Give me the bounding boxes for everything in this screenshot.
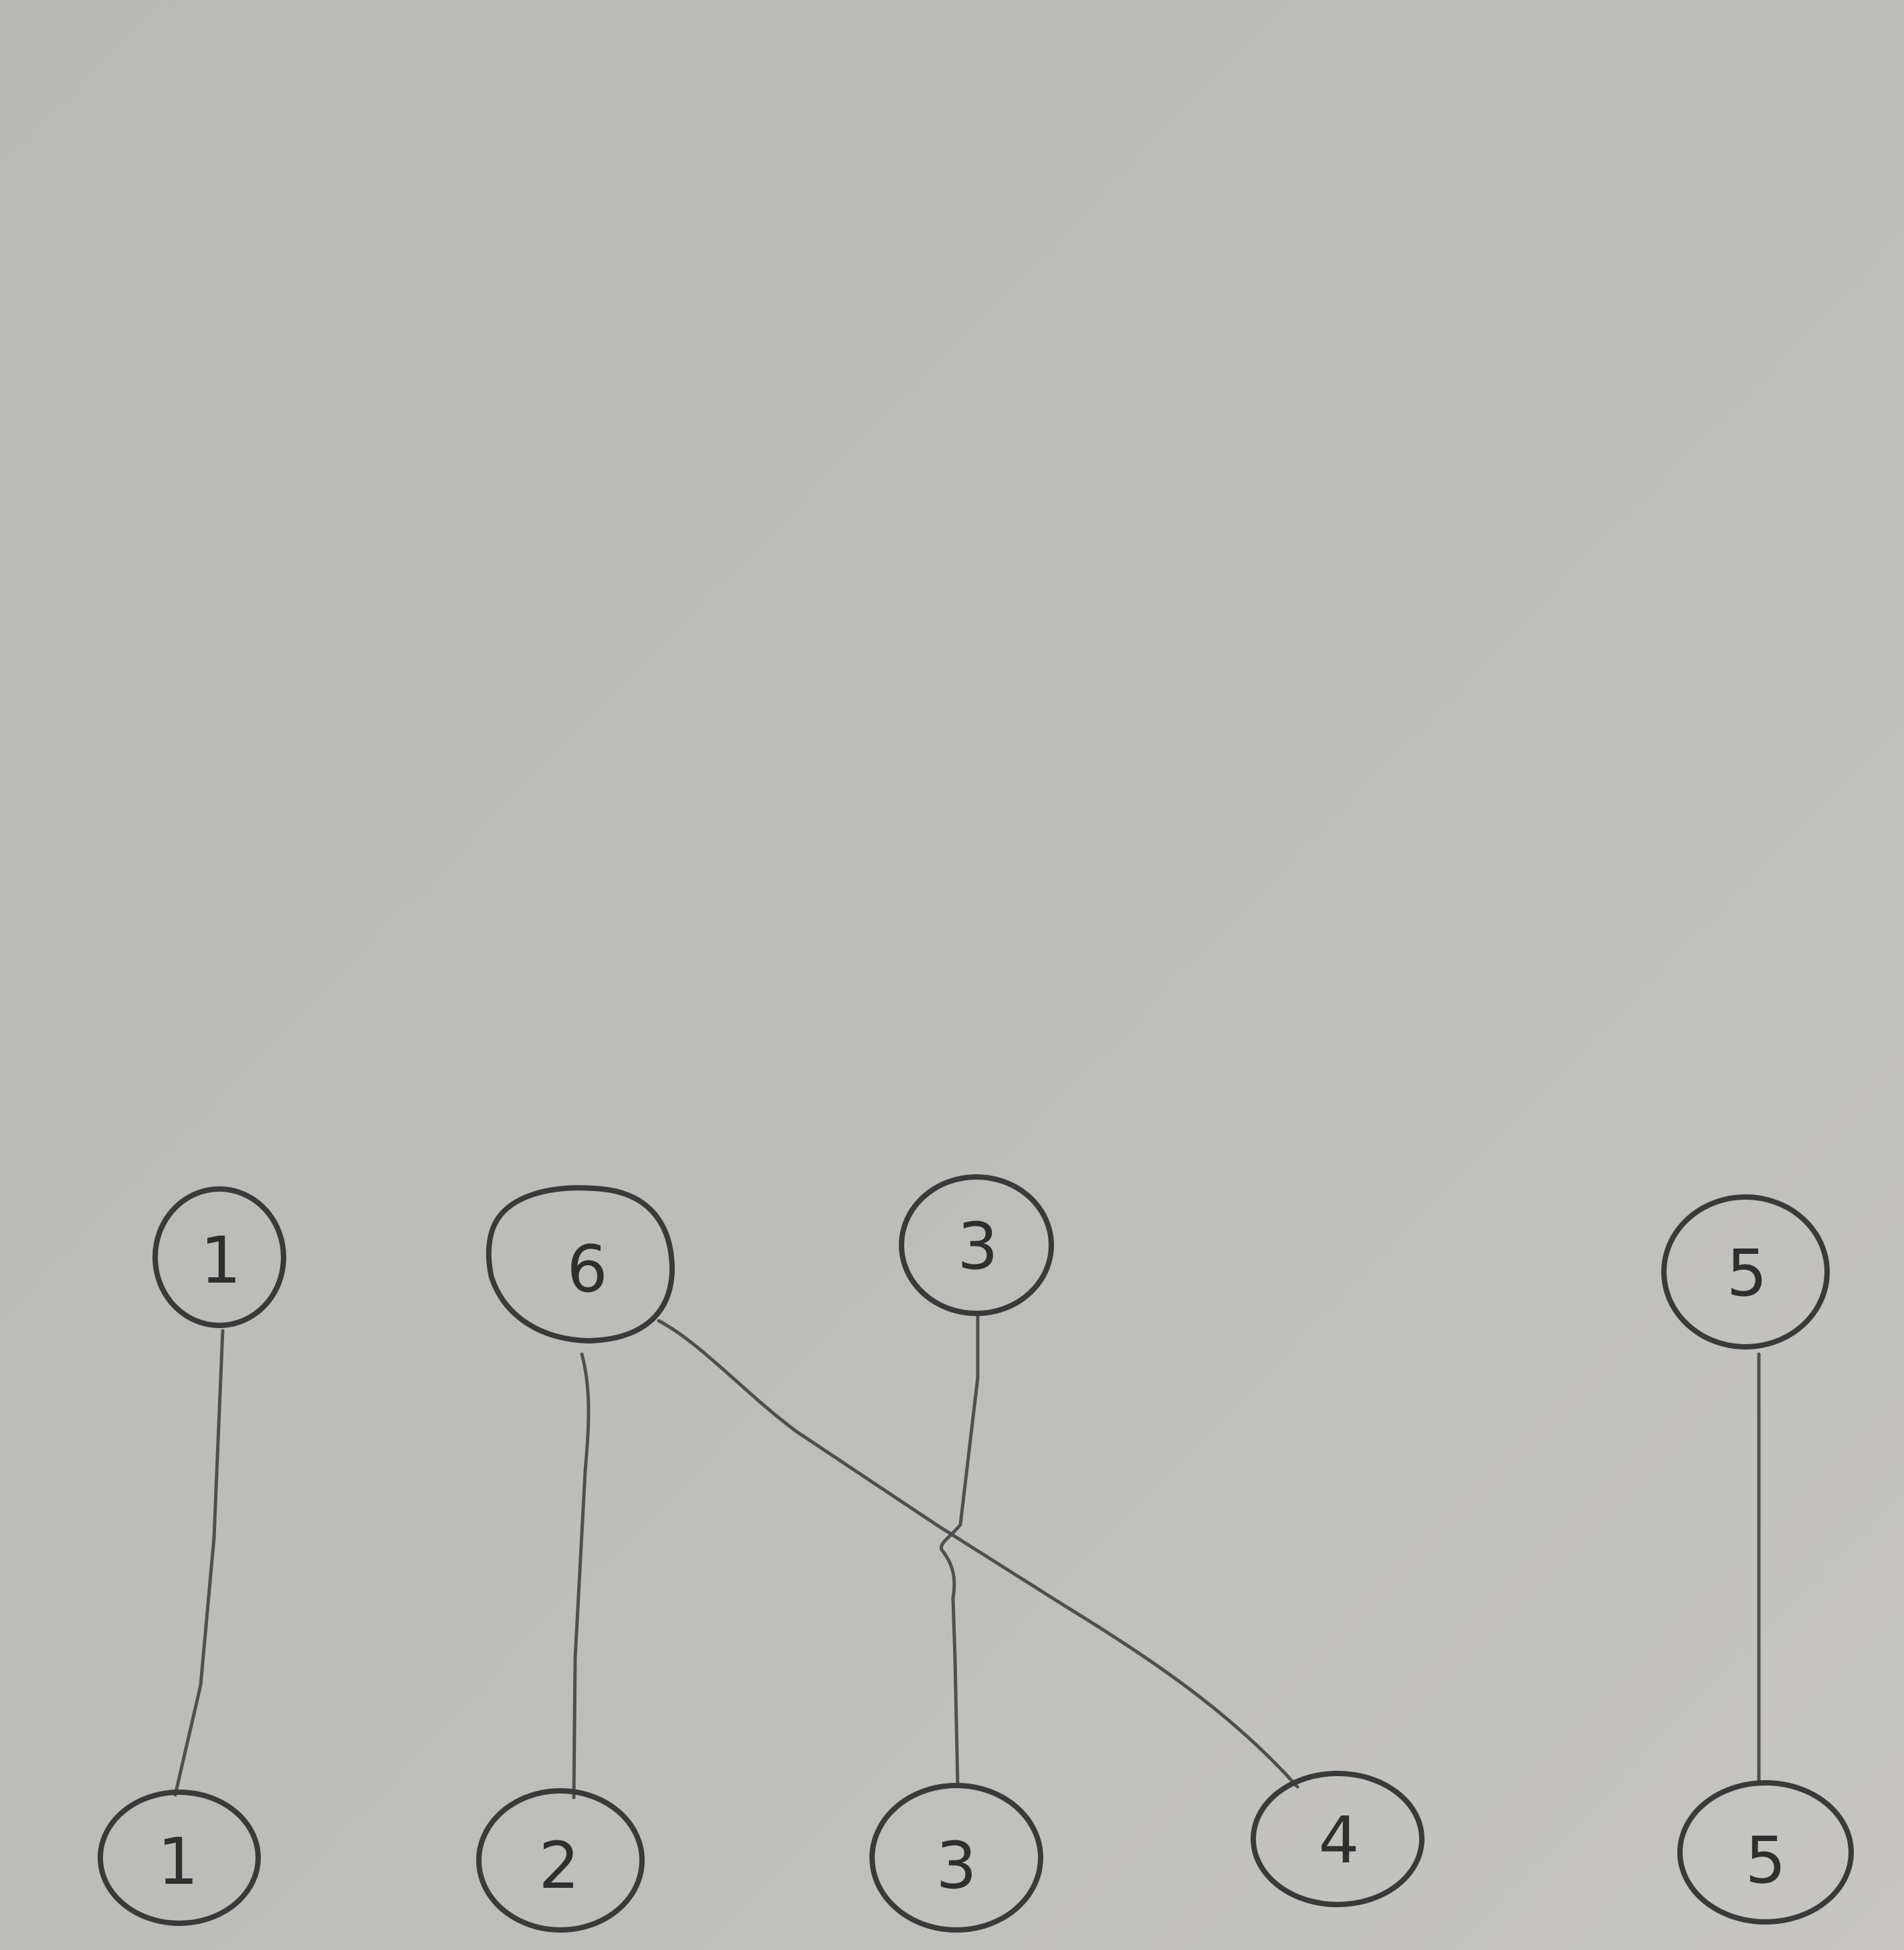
top-node-1-label: 1 [200, 1223, 241, 1298]
top-node-1: 1 [152, 1186, 286, 1328]
bottom-node-1-label: 1 [157, 1824, 198, 1899]
bottom-node-3-label: 3 [936, 1828, 976, 1903]
bottom-node-2: 2 [476, 1788, 645, 1933]
bottom-node-3: 3 [869, 1783, 1043, 1933]
bottom-node-5: 5 [1677, 1780, 1854, 1925]
bottom-node-2-label: 2 [538, 1828, 579, 1903]
bottom-node-4-label: 4 [1318, 1803, 1359, 1878]
bottom-node-5-label: 5 [1745, 1823, 1786, 1898]
top-node-5-label: 5 [1726, 1236, 1767, 1311]
top-node-6-label: 6 [566, 1232, 607, 1307]
edge-top-6-to-bottom-4 [657, 1319, 1299, 1789]
top-node-5: 5 [1661, 1194, 1830, 1349]
bottom-node-1: 1 [98, 1790, 261, 1926]
top-node-3: 3 [899, 1174, 1054, 1316]
top-node-3-label: 3 [957, 1209, 998, 1284]
edge-top-6-to-bottom-2 [572, 1352, 591, 1800]
bottom-node-4: 4 [1251, 1771, 1424, 1907]
edge-top-1-to-bottom-1 [173, 1329, 225, 1797]
edge-top-3-to-bottom-3 [940, 1314, 980, 1786]
top-node-6: 6 [486, 1185, 675, 1344]
